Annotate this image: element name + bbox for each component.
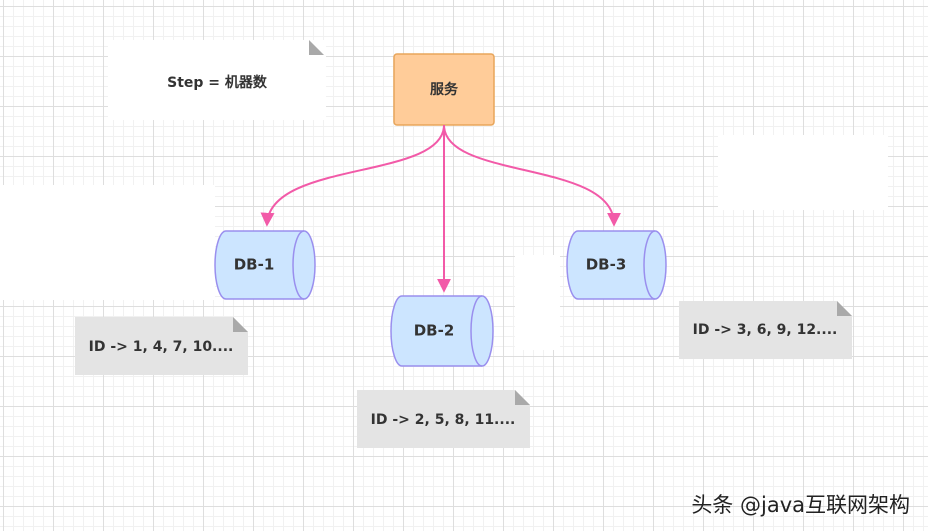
step-note [309,40,324,55]
db3-id-text: ID -> 3, 6, 9, 12.... [692,322,838,338]
background-patch [108,40,326,120]
db3-id-note [679,301,852,359]
step-note-text: Step = 机器数 [167,75,267,91]
background-patch [0,185,215,300]
db1-id-note [75,317,248,375]
db3-cylinder[interactable] [566,230,667,300]
db1-cylinder[interactable] [214,230,316,300]
db2-id-text: ID -> 2, 5, 8, 11.... [370,412,516,428]
db1-id-text: ID -> 1, 4, 7, 10.... [88,339,234,355]
service-label: 服务 [430,82,458,98]
background-patch [515,255,560,350]
db2-cylinder[interactable] [390,295,494,367]
watermark-text: 头条 @java互联网架构 [691,493,910,517]
arrow-service-to-db3 [443,124,621,227]
db3-label: DB-3 [585,255,627,274]
db2-label: DB-2 [413,321,455,340]
db2-id-note [357,390,530,448]
db1-label: DB-1 [233,255,275,274]
arrow-service-to-db1 [260,124,445,227]
background-patch [718,135,888,210]
